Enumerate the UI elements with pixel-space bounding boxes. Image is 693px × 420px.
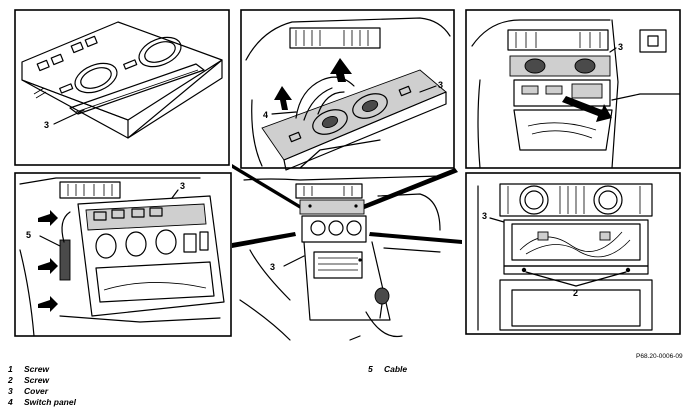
legend-item-number: 5	[368, 364, 373, 374]
legend-item-number: 1	[8, 364, 13, 374]
legend-right: 5 Cable	[368, 364, 407, 375]
callout-screws: 2	[573, 288, 578, 298]
legend-item: 3 Cover	[8, 386, 76, 397]
switch-panel-cable-drawing	[19, 177, 225, 337]
switch-panel-drawing	[245, 17, 451, 171]
console-drawing	[471, 19, 681, 169]
callout-cable: 4	[263, 110, 268, 120]
legend-item-number: 3	[8, 386, 13, 396]
legend-item-label: Screw	[24, 364, 50, 374]
legend-item: 5 Cable	[368, 364, 407, 375]
leader-line	[283, 255, 305, 267]
legend-item-label: Cover	[24, 386, 49, 396]
legend-item: 1 Screw	[8, 364, 76, 375]
legend-item-label: Cable	[384, 364, 408, 374]
detail-panel-screws: 3 2	[465, 172, 681, 335]
legend-item: 2 Screw	[8, 375, 76, 386]
cover-drawing	[21, 21, 223, 139]
legend-item: 4 Switch panel	[8, 397, 76, 408]
callout-cover: 3	[482, 211, 487, 221]
leader-line	[525, 271, 577, 287]
detail-panel-switch-panel-removal: 4 3	[240, 9, 455, 171]
detail-panel-cover-removed: 3	[14, 9, 230, 166]
legend-item-number: 4	[8, 397, 13, 407]
leader-line	[609, 47, 617, 53]
callout-cover: 3	[270, 262, 275, 272]
leader-line	[53, 109, 85, 125]
connector-bars	[232, 164, 462, 248]
legend-item-number: 2	[8, 375, 13, 385]
legend-item-label: Screw	[24, 375, 50, 385]
legend-item-label: Switch panel	[24, 397, 76, 407]
callout-cover: 3	[618, 42, 623, 52]
leader-line	[39, 235, 61, 247]
center-overview-dashboard: 3	[239, 175, 441, 341]
callout-cover: 3	[44, 120, 49, 130]
callout-cover: 3	[180, 181, 185, 191]
detail-panel-console-arrow: 3	[465, 9, 681, 169]
leader-line	[575, 271, 627, 287]
reference-code: P68.20-0006-09	[636, 353, 683, 360]
leader-line	[489, 217, 505, 223]
detail-panel-switch-panel-cable: 5 3	[14, 172, 232, 337]
callout-cable: 5	[26, 230, 31, 240]
leader-line	[171, 189, 179, 199]
callout-cover: 3	[438, 80, 443, 90]
leader-line	[271, 111, 297, 115]
leader-line	[419, 85, 437, 93]
lower-console-drawing	[477, 183, 653, 331]
